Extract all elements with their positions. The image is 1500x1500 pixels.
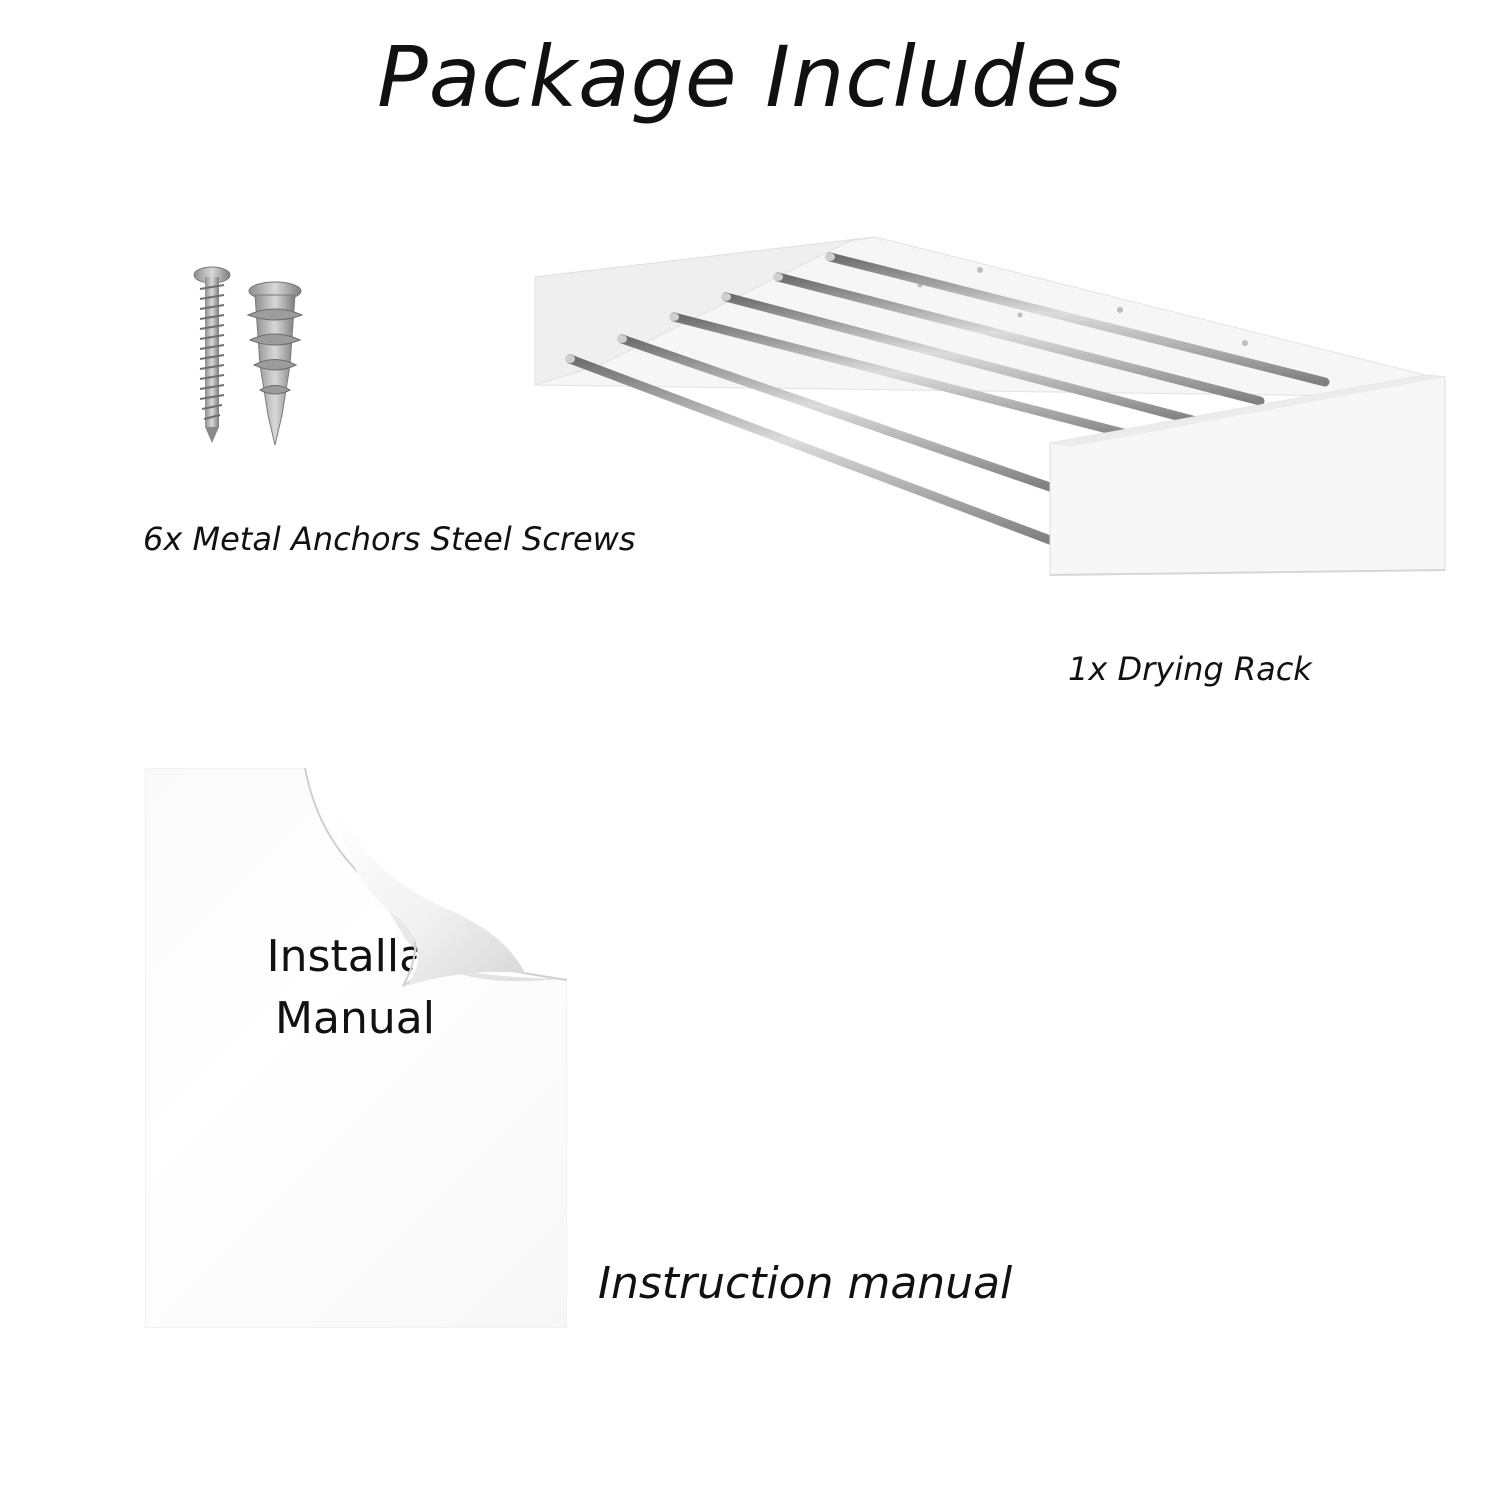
screw-and-anchor-icon: [193, 266, 304, 446]
manual-cover: Installat Manual: [145, 768, 567, 1328]
drying-rack-icon: [534, 236, 1446, 576]
manual-cover-line2: Manual: [275, 993, 435, 1044]
rack-front-bar: [1049, 374, 1446, 576]
wall-anchor-icon: [246, 281, 304, 446]
page-curl-icon: [304, 768, 567, 987]
hardware-caption: 6x Metal Anchors Steel Screws: [143, 520, 636, 558]
rack-caption: 1x Drying Rack: [1068, 650, 1312, 688]
screw-icon: [193, 266, 231, 443]
rack-rods: [565, 252, 1330, 545]
rack-left-bracket: [534, 236, 876, 386]
manual-caption: Instruction manual: [598, 1258, 1013, 1309]
page-title: Package Includes: [377, 28, 1123, 126]
